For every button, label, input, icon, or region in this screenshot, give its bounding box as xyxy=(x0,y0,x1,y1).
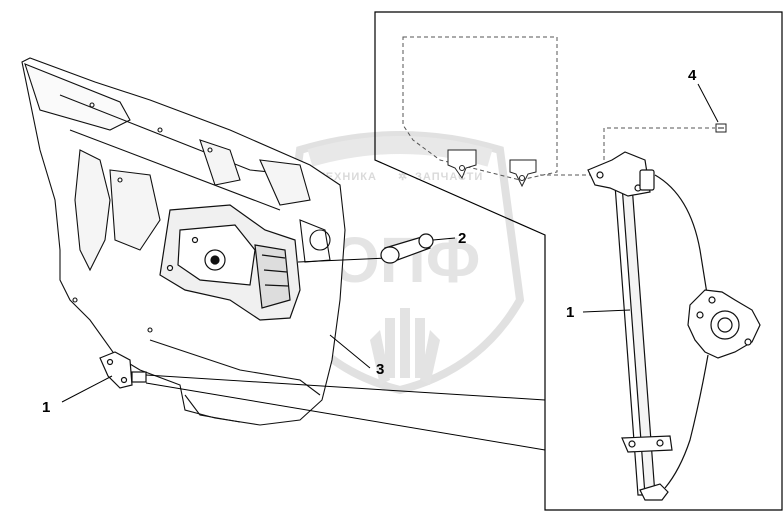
callout-4: 4 xyxy=(688,67,697,84)
window-glass-outline xyxy=(402,36,558,181)
bolt-leader-box xyxy=(603,127,715,160)
leader-1-left xyxy=(61,375,113,403)
callout-1-left: 1 xyxy=(42,399,50,416)
leader-2 xyxy=(432,237,456,241)
leader-3 xyxy=(329,334,371,369)
watermark-text-right: ЗАПЧАСТИ xyxy=(415,171,483,183)
watermark-star: ✲ xyxy=(398,171,408,183)
glass-clips xyxy=(447,149,537,188)
leader-1-right xyxy=(582,309,631,313)
callout-2: 2 xyxy=(458,230,466,247)
leader-4 xyxy=(697,83,719,123)
watermark-monogram: ОПФ xyxy=(330,224,480,296)
inset-frame xyxy=(374,11,783,511)
regulator-module xyxy=(159,204,301,321)
leader-module-to-2 xyxy=(297,257,389,263)
projection-line-upper xyxy=(145,374,546,401)
callout-3: 3 xyxy=(376,361,384,378)
window-regulator xyxy=(587,151,761,501)
bolt-icon xyxy=(715,123,727,133)
grommet-plug xyxy=(380,233,434,264)
lower-bracket-left xyxy=(99,351,147,389)
projection-line-lower xyxy=(145,382,546,451)
callout-1-right: 1 xyxy=(566,304,574,321)
wheat-emblem-icon xyxy=(370,308,440,385)
